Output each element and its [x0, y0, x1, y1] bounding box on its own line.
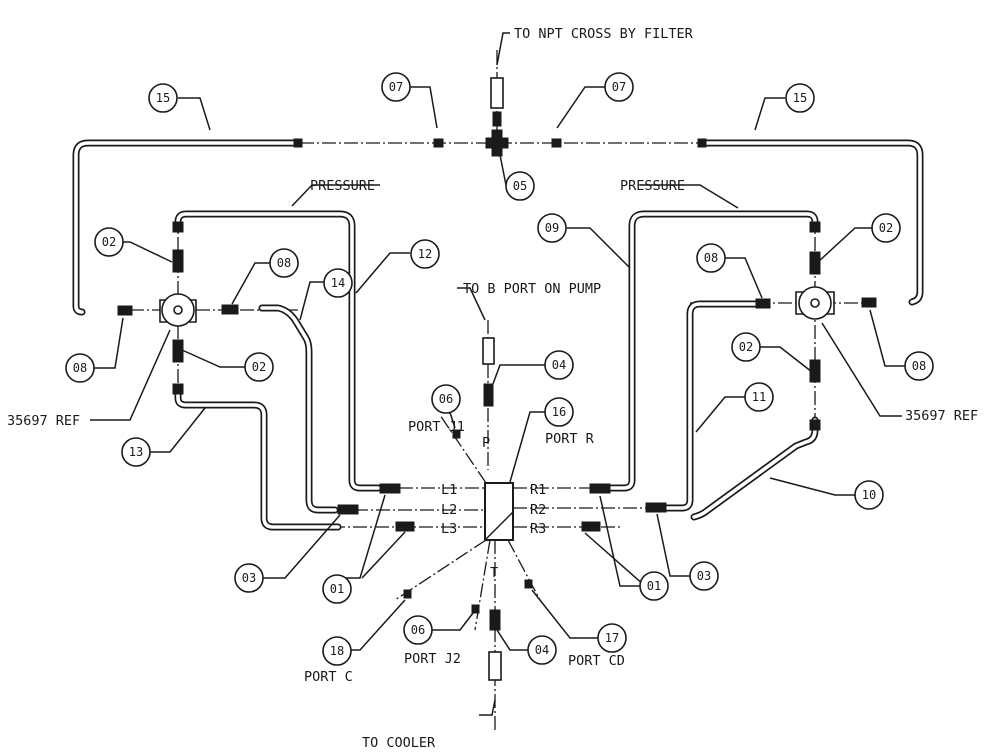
label-ref-right: 35697 REF [905, 408, 978, 424]
balloon-13: 13 [129, 445, 143, 459]
balloon-01-right: 01 [647, 579, 661, 593]
balloon-08-right-bottom: 08 [912, 359, 926, 373]
label-port-r: PORT R [545, 431, 595, 447]
balloon-08-left-top: 08 [277, 256, 291, 270]
part-balloons: 15 07 07 15 05 02 08 14 12 09 02 08 08 0… [65, 72, 934, 666]
balloon-15-right: 15 [793, 91, 807, 105]
balloon-07-right: 07 [612, 80, 626, 94]
balloon-12: 12 [418, 247, 432, 261]
balloon-02-left-top: 02 [102, 235, 116, 249]
pipes [72, 139, 924, 531]
balloon-08-left-bottom: 08 [73, 361, 87, 375]
label-l2: L2 [441, 502, 457, 518]
balloon-05: 05 [513, 179, 527, 193]
label-ref-left: 35697 REF [7, 413, 80, 429]
balloon-08-right-top: 08 [704, 251, 718, 265]
balloon-03-left: 03 [242, 571, 256, 585]
label-pressure-left: PRESSURE [310, 178, 375, 194]
label-r3: R3 [530, 521, 546, 537]
balloon-01-left: 01 [330, 582, 344, 596]
balloon-03-right: 03 [697, 569, 711, 583]
balloon-17: 17 [605, 631, 619, 645]
label-t: T [490, 565, 498, 581]
label-l1: L1 [441, 482, 457, 498]
label-port-c: PORT C [304, 669, 353, 685]
label-r1: R1 [530, 482, 546, 498]
balloon-02-right-top: 02 [879, 221, 893, 235]
balloon-02-left-bottom: 02 [252, 360, 266, 374]
label-to-npt-cross: TO NPT CROSS BY FILTER [514, 26, 694, 42]
balloon-11: 11 [752, 390, 766, 404]
leader-lines [90, 32, 905, 716]
balloon-18: 18 [330, 644, 344, 658]
text-labels: TO NPT CROSS BY FILTER TO B PORT ON PUMP… [7, 26, 978, 751]
balloon-10: 10 [862, 488, 876, 502]
balloon-02-right-bottom: 02 [739, 340, 753, 354]
balloon-06-top: 06 [439, 392, 453, 406]
balloon-15-left: 15 [156, 91, 170, 105]
label-to-cooler: TO COOLER [362, 735, 436, 751]
label-r2: R2 [530, 502, 546, 518]
balloon-04-bottom: 04 [535, 643, 549, 657]
label-port-cd: PORT CD [568, 653, 625, 669]
balloon-09: 09 [545, 221, 559, 235]
balloon-06-bottom: 06 [411, 623, 425, 637]
label-l3: L3 [441, 521, 457, 537]
balloon-14: 14 [331, 276, 345, 290]
label-p: P [482, 435, 490, 451]
balloon-07-left: 07 [389, 80, 403, 94]
balloon-04-top: 04 [552, 358, 566, 372]
label-to-b-port: TO B PORT ON PUMP [463, 281, 601, 297]
label-pressure-right: PRESSURE [620, 178, 685, 194]
fittings [117, 77, 877, 681]
label-port-j2: PORT J2 [404, 651, 461, 667]
balloon-16: 16 [552, 405, 566, 419]
label-port-j1: PORT J1 [408, 419, 465, 435]
